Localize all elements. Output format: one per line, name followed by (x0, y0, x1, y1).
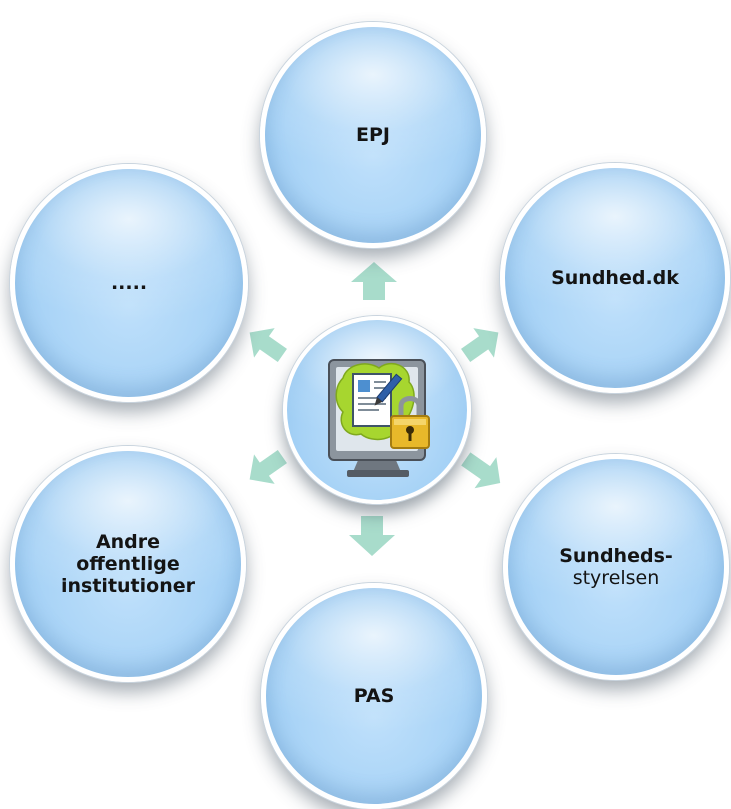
monitor-document-lock-icon (328, 359, 430, 477)
arrow-upper-left-icon (249, 328, 287, 363)
node-andre-label-line2: offentlige (76, 553, 180, 575)
arrow-lower-left-icon (249, 449, 287, 484)
node-pas: PAS (261, 583, 487, 809)
node-andre-label-line3: institutioner (61, 575, 195, 597)
node-andre-label-line1: Andre (95, 531, 161, 553)
node-andre-offentlige-institutioner: Andre offentlige institutioner (10, 446, 246, 682)
hub-circle (283, 316, 471, 504)
node-epj: EPJ (260, 22, 486, 248)
node-sundhedsstyrelsen-label-line1: Sundheds- (559, 545, 673, 567)
node-more-label: ..... (110, 272, 148, 294)
node-sundhedsstyrelsen: Sundheds- styrelsen (503, 454, 729, 680)
arrow-upper-right-icon (461, 328, 499, 363)
arrow-down-icon (349, 516, 395, 556)
node-pas-label: PAS (353, 685, 395, 707)
node-more: ..... (10, 164, 248, 402)
node-epj-label: EPJ (356, 124, 390, 146)
node-sundhed-dk: Sundhed.dk (500, 163, 730, 393)
arrow-up-icon (351, 262, 397, 300)
node-sundhed-dk-label: Sundhed.dk (551, 267, 679, 289)
node-sundhedsstyrelsen-label-line2: styrelsen (572, 567, 660, 589)
arrow-lower-right-icon (461, 452, 501, 489)
